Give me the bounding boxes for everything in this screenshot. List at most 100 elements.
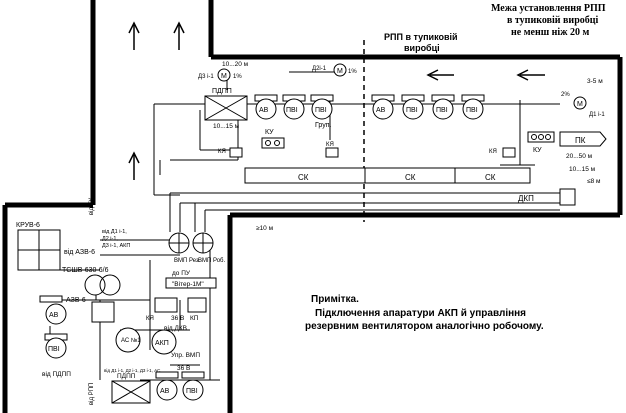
pdpp-bottom-label: ПДПП: [117, 373, 136, 380]
note-line1: Підключення апаратури АКП й управління: [315, 308, 526, 319]
upr-vmp-label: Упр. ВМП: [171, 352, 200, 359]
kp-label: КП: [190, 315, 199, 322]
ventilation-ducts: [169, 192, 560, 232]
dim-10-20: 10...20 м: [222, 61, 249, 68]
vmp-rez-label: ВМП Рез.: [174, 258, 201, 264]
kya-mid-label: КЯ: [326, 142, 334, 148]
pk-box: [559, 131, 607, 147]
ku-top-label: КУ: [265, 129, 274, 136]
vid-rpp-label: від РПП: [89, 383, 95, 405]
vid-d3-label: Д3 і-1, АКП: [102, 243, 130, 249]
switch-group-left: [254, 94, 334, 120]
pvi-lower-label: ПВІ: [48, 346, 60, 353]
av-lower-icon: [45, 303, 67, 325]
note-title: Примітка.: [311, 294, 359, 305]
dim-3-5: 3-5 м: [587, 78, 603, 85]
pvi-bottom-label: ПВІ: [186, 388, 198, 395]
pvi-lower-icon: [45, 337, 67, 359]
kruv-label: КРУВ-6: [16, 222, 40, 229]
pvi-right-label-2: ПВІ: [436, 107, 448, 114]
sensor-d3-label: Д3 і-1: [198, 74, 214, 80]
switch-group-right: [371, 94, 485, 120]
sensor-d1-label: Д1 і-1: [589, 112, 605, 118]
sk-label-3: СК: [485, 173, 496, 182]
grup-label: Груп.: [315, 122, 332, 129]
ac-label: АС №1: [121, 337, 141, 344]
viter-label: "Вітер-1М": [172, 280, 204, 288]
vid-pdpp-label: від ПДПП: [42, 370, 71, 378]
sensor-d1-m: M: [577, 101, 583, 108]
kya-left-label: КЯ: [218, 149, 226, 155]
akp-icon: [151, 329, 177, 355]
transformer-icon-a: [84, 274, 106, 296]
vmp-rob-label: ВМП Роб.: [198, 258, 225, 264]
rpp-label-line2: виробці: [404, 43, 440, 53]
sensor-d2-label: Д2і-1: [312, 66, 327, 72]
kya-mid-box: [325, 147, 339, 158]
viter-box: [165, 277, 217, 289]
vid-dkv-label: від ДКВ: [164, 324, 187, 332]
vid-d2-label: Д2 і-1,: [102, 236, 118, 242]
av-lower-label: АВ: [49, 312, 59, 319]
pvi-bottom-icon: [182, 379, 204, 401]
do-pu-label: до ПУ: [172, 270, 191, 277]
label-36v-bottom: 36 В: [177, 365, 190, 372]
sk-label-1: СК: [298, 173, 309, 182]
pk-label: ПК: [575, 136, 586, 145]
sensor-d3-m: M: [221, 73, 227, 80]
azv6-switch: [39, 295, 63, 303]
box-36v: [154, 297, 178, 313]
vid-d1-label: від Д1 і-1,: [102, 229, 127, 235]
pvi-top-label-2: ПВІ: [315, 107, 327, 114]
dim-20-50: 20...50 м: [566, 153, 593, 160]
av-top-label: АВ: [259, 107, 269, 114]
sensor-d2-icon: [333, 63, 347, 77]
av-bottom-label: АВ: [160, 388, 170, 395]
pvi-right-label-1: ПВІ: [406, 107, 418, 114]
sensor-d1-icon: [573, 96, 587, 110]
av-bottom-switch: [155, 371, 179, 379]
airflow-arrows: [128, 21, 545, 180]
dim-le8: ≤8 м: [587, 178, 601, 185]
ku-right-box: [527, 131, 555, 143]
dkp-label: ДКП: [518, 194, 534, 203]
ku-top-box: [261, 137, 285, 149]
pvi-right-label-3: ПВІ: [466, 107, 478, 114]
transformer-icon-b: [99, 274, 121, 296]
sensor-d2-percent: 1%: [348, 69, 357, 75]
ku-right-label: КУ: [533, 147, 542, 154]
pvi-top-label-1: ПВІ: [286, 107, 298, 114]
vid-azv-label: від АЗВ-6: [64, 248, 95, 256]
dim-10-15-top: 10...15 м: [213, 123, 240, 130]
vid-ku-label: від КУ: [89, 198, 95, 215]
sk-label-2: СК: [405, 173, 416, 182]
sensor-d3-icon: [217, 68, 231, 82]
sk-conveyor: [244, 167, 576, 206]
note-line2: резервним вентилятором аналогічно робочо…: [305, 320, 544, 332]
dim-ge10: ≥10 м: [256, 225, 274, 232]
tsshv-label: ТСШВ-630-6/6: [62, 267, 109, 274]
pdpp-top-label: ПДПП: [212, 88, 232, 95]
kya-right-box: [502, 147, 516, 158]
kp-box: [187, 297, 207, 313]
kya-right-label: КЯ: [489, 149, 497, 155]
kya-left-box: [229, 147, 243, 158]
sensor-d3-percent: 1%: [233, 74, 242, 80]
label-36v: 36 В: [171, 315, 184, 322]
ground-box: [91, 301, 115, 323]
av-bottom-icon: [156, 379, 178, 401]
header-line1: Межа установлення РПП: [491, 3, 606, 14]
header-line3: не менш ніж 20 м: [511, 27, 589, 38]
sensor-d1-percent: 2%: [561, 92, 570, 98]
pvi-bottom-switch: [181, 371, 205, 379]
header-line2: в тупиковій виробці: [507, 15, 599, 26]
azv6-label: АЗВ-6: [66, 297, 86, 304]
sensor-d2-m: M: [337, 68, 343, 75]
ac-icon: [115, 327, 141, 353]
vid-bottom-label: від Д1 і-1, Д2 і-1, Д3 і-1, АС: [104, 368, 161, 373]
av-right-label: АВ: [376, 107, 386, 114]
rpp-label-line1: РПП в тупиковій: [384, 32, 458, 42]
